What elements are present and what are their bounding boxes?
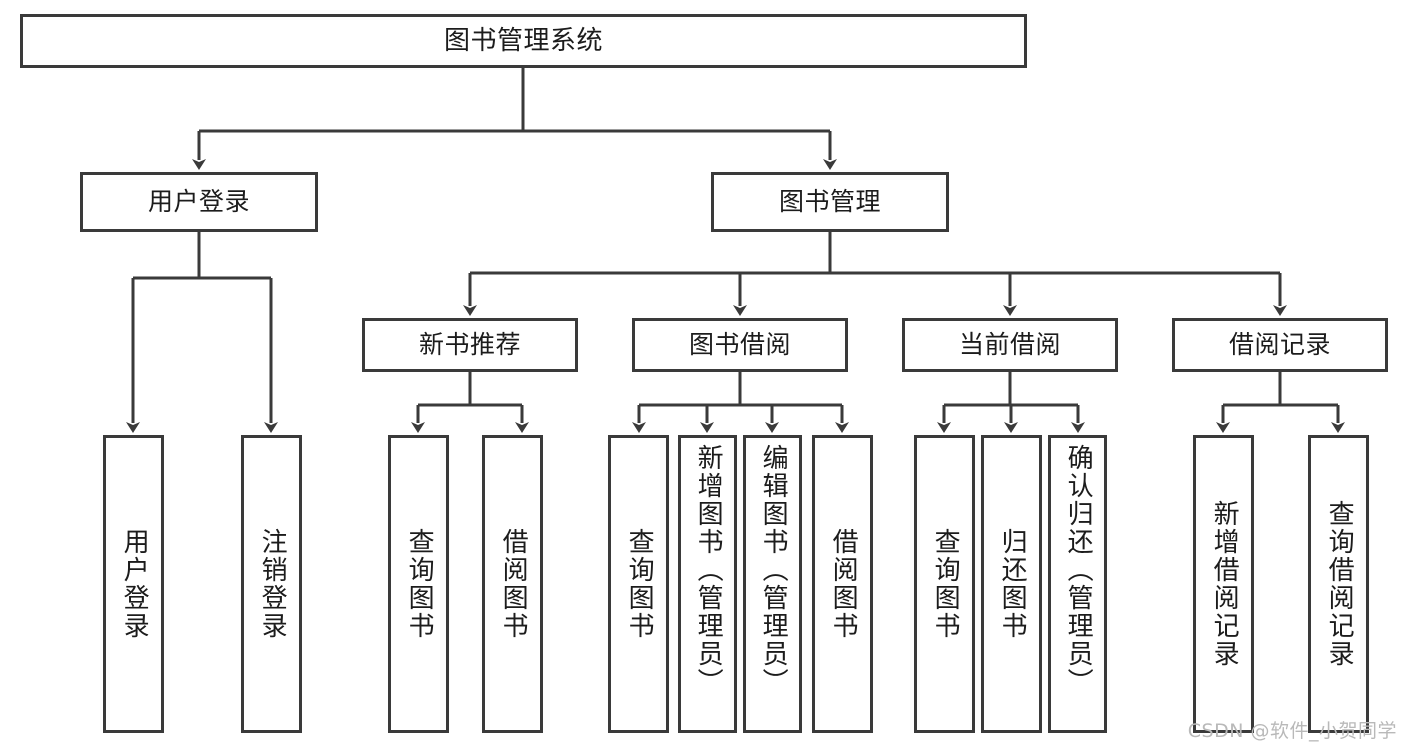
- node-label: 查询图书: [930, 528, 961, 640]
- leaf-logout-login[interactable]: 注销登录: [241, 435, 302, 733]
- leaf-return-book[interactable]: 归还图书: [981, 435, 1042, 733]
- node-book-manage[interactable]: 图书管理: [711, 172, 949, 232]
- node-borrow-record[interactable]: 借阅记录: [1172, 318, 1388, 372]
- node-current-borrow[interactable]: 当前借阅: [902, 318, 1118, 372]
- node-label: 新增图书（管理员）: [693, 444, 724, 696]
- node-label: 借阅记录: [1228, 330, 1331, 360]
- node-user-login[interactable]: 用户登录: [80, 172, 318, 232]
- node-label: 借阅图书: [828, 528, 859, 640]
- leaf-add-borrow-record[interactable]: 新增借阅记录: [1193, 435, 1254, 733]
- node-label: 用户登录: [147, 187, 250, 217]
- node-label: 当前借阅: [958, 330, 1061, 360]
- leaf-borrow-book-rec[interactable]: 借阅图书: [482, 435, 543, 733]
- node-label: 新增借阅记录: [1209, 500, 1240, 668]
- node-label: 查询图书: [624, 528, 655, 640]
- node-label: 注销登录: [257, 528, 288, 640]
- leaf-query-book-current[interactable]: 查询图书: [914, 435, 975, 733]
- watermark: CSDN @软件_小贺同学: [1187, 720, 1397, 742]
- node-label: 确认归还（管理员）: [1063, 444, 1094, 696]
- leaf-edit-book[interactable]: 编辑图书（管理员）: [743, 435, 802, 733]
- node-label: 归还图书: [997, 528, 1028, 640]
- leaf-query-book-borrow[interactable]: 查询图书: [608, 435, 669, 733]
- leaf-confirm-return[interactable]: 确认归还（管理员）: [1048, 435, 1107, 733]
- node-label: 查询借阅记录: [1324, 500, 1355, 668]
- node-label: 图书管理系统: [443, 25, 603, 56]
- leaf-user-login[interactable]: 用户登录: [103, 435, 164, 733]
- node-label: 借阅图书: [498, 528, 529, 640]
- node-label: 图书管理: [778, 187, 881, 217]
- node-label: 查询图书: [404, 528, 435, 640]
- leaf-add-book[interactable]: 新增图书（管理员）: [678, 435, 737, 733]
- leaf-query-book-rec[interactable]: 查询图书: [388, 435, 449, 733]
- node-label: 用户登录: [119, 528, 150, 640]
- node-new-book-rec[interactable]: 新书推荐: [362, 318, 578, 372]
- node-label: 编辑图书（管理员）: [758, 444, 789, 696]
- leaf-borrow-book[interactable]: 借阅图书: [812, 435, 873, 733]
- node-label: 图书借阅: [688, 330, 791, 360]
- node-book-borrow[interactable]: 图书借阅: [632, 318, 848, 372]
- leaf-query-borrow-record[interactable]: 查询借阅记录: [1308, 435, 1369, 733]
- node-label: 新书推荐: [418, 330, 521, 360]
- node-root-system[interactable]: 图书管理系统: [20, 14, 1027, 68]
